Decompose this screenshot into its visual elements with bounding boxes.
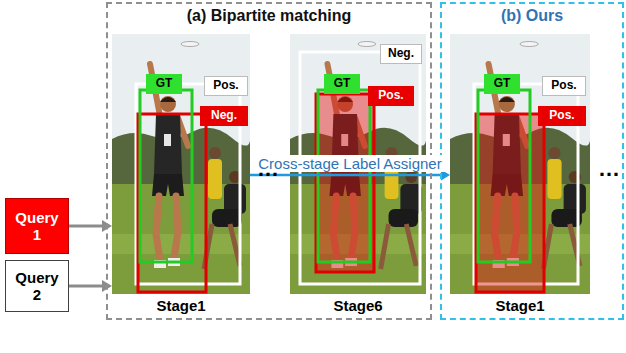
node-text: Pos. (551, 79, 576, 93)
gt-tag: GT (324, 74, 360, 94)
query1-box (316, 94, 374, 272)
node-text: Pos. (213, 79, 238, 93)
connector-line (69, 285, 102, 288)
stage-image: Stage1 GT Pos. Neg. (112, 34, 250, 316)
node-text: Pos. (549, 109, 574, 123)
node-text: Stage1 (495, 297, 544, 314)
edge-label: Cross-stage Label Assigner (255, 155, 444, 172)
pos-tag: Pos. (204, 76, 248, 96)
node-text: Stage6 (333, 297, 382, 314)
node-text: Query 2 (12, 269, 62, 304)
node-text: Pos. (378, 89, 403, 103)
ellipsis: … (598, 158, 620, 180)
gt-tag: GT (146, 74, 182, 94)
gt-box (478, 90, 530, 262)
node-text: (a) Bipartite matching (187, 7, 351, 25)
photo (450, 34, 590, 294)
stage-image: Stage1 GT Pos. Pos. (450, 34, 590, 316)
pos-tag: Pos. (368, 86, 414, 106)
query-box: Query 2 (5, 260, 69, 312)
boxes-ours (474, 84, 578, 292)
node-text: Query 1 (12, 209, 62, 244)
gt-box (140, 90, 192, 262)
pos-tag: Pos. (542, 76, 586, 96)
photo (112, 34, 250, 294)
connector-line (69, 225, 102, 228)
gt-tag: GT (484, 74, 520, 94)
query1-box (476, 114, 544, 292)
boxes-stage1 (136, 84, 240, 292)
node-text: GT (334, 77, 351, 91)
node-text: Neg. (211, 109, 237, 123)
node-text: GT (156, 77, 173, 91)
neg-tag: Neg. (380, 44, 422, 64)
neg-tag: Neg. (200, 106, 248, 126)
node-text: Neg. (388, 47, 414, 61)
stage-image: Stage6 GT Neg. Pos. (290, 34, 426, 316)
node-text: GT (494, 77, 511, 91)
node-text: Stage1 (156, 297, 205, 314)
query1-box (138, 114, 206, 292)
pos-tag: Pos. (538, 106, 586, 126)
dashed-panel: (b) OursStage1 GT Pos. Pos. (440, 2, 624, 320)
query-box: Query 1 (5, 198, 69, 254)
node-text: (b) Ours (501, 7, 563, 25)
